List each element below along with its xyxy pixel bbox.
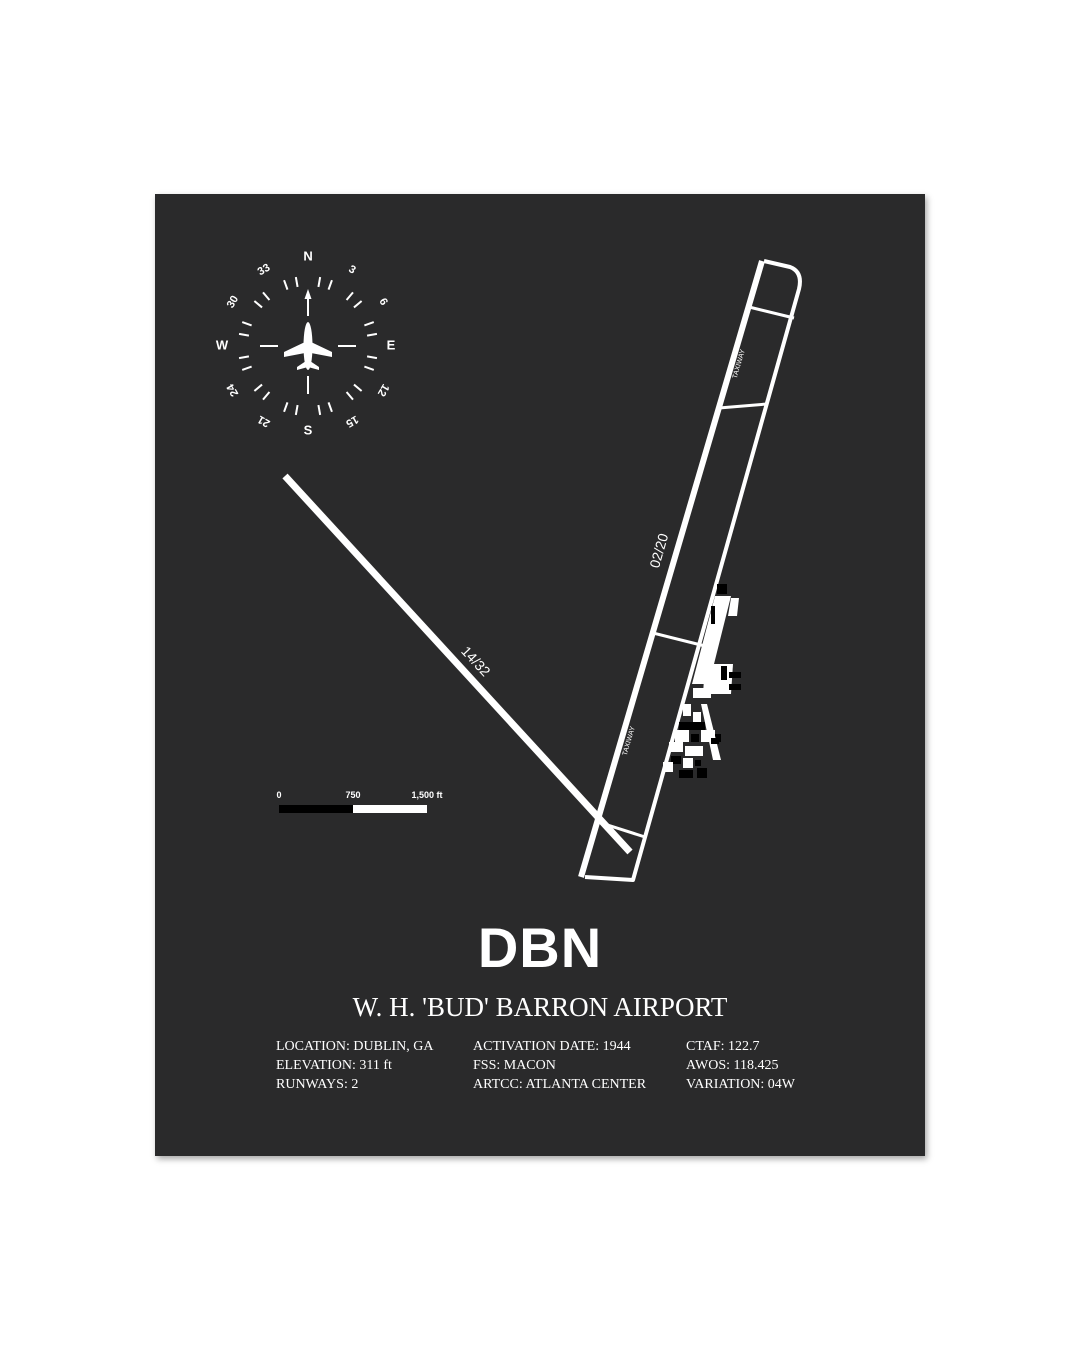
compass-number-30: 30: [225, 294, 242, 311]
compass-tick: [327, 402, 333, 413]
scale-bar-white-segment: [353, 805, 427, 813]
compass-tick: [345, 391, 354, 401]
compass-number-24: 24: [224, 381, 241, 398]
compass-tick: [241, 365, 252, 371]
taxiway-connector: [652, 631, 706, 648]
compass-tick: [294, 404, 299, 416]
compass-tick: [253, 300, 263, 309]
info-variation: VARIATION: 04W: [686, 1077, 796, 1092]
airplane-icon: [284, 322, 332, 370]
compass-tick: [262, 291, 271, 301]
compass-number-6: 6: [376, 296, 389, 307]
compass-tick: [294, 276, 299, 288]
compass-tick: [366, 355, 378, 360]
airport-poster: N E S W 3 6 12 15 21 24 30 33 02/20 14/3…: [155, 194, 925, 1156]
compass-tick: [327, 279, 333, 290]
info-elevation: ELEVATION: 311 ft: [276, 1058, 392, 1073]
compass-number-21: 21: [256, 413, 273, 430]
compass-tick: [238, 355, 250, 360]
airport-code: DBN: [477, 916, 603, 979]
compass-tick: [241, 321, 252, 327]
north-arrow-icon: [304, 289, 312, 299]
compass-north-label: N: [303, 248, 312, 263]
runway-14-32: [282, 473, 633, 855]
airport-diagram: N E S W 3 6 12 15 21 24 30 33 02/20 14/3…: [216, 248, 802, 882]
compass-number-12: 12: [375, 382, 392, 399]
scale-label-zero: 0: [276, 790, 281, 800]
info-location: LOCATION: DUBLIN, GA: [276, 1039, 434, 1054]
scale-label-mid: 750: [345, 790, 360, 800]
taxiway-connector: [748, 305, 795, 320]
compass-ticks: [238, 276, 378, 416]
info-ctaf: CTAF: 122.7: [686, 1039, 760, 1054]
runway-02-20: [578, 260, 765, 878]
compass-tick: [283, 402, 289, 413]
info-column-history: ACTIVATION DATE: 1944 FSS: MACON ARTCC: …: [473, 1037, 646, 1094]
info-column-location: LOCATION: DUBLIN, GA ELEVATION: 311 ft R…: [276, 1037, 434, 1094]
compass-number-33: 33: [256, 262, 273, 279]
compass-tick: [317, 404, 322, 416]
info-fss: FSS: MACON: [473, 1058, 556, 1073]
info-column-radio: CTAF: 122.7 AWOS: 118.425 VARIATION: 04W: [686, 1037, 795, 1094]
runway-02-20-label: 02/20: [646, 531, 671, 569]
info-awos: AWOS: 118.425: [686, 1058, 779, 1073]
info-artcc: ARTCC: ATLANTA CENTER: [473, 1077, 647, 1092]
compass-tick: [345, 291, 354, 301]
compass-east-label: E: [387, 337, 396, 352]
taxiway-outline: [584, 259, 802, 882]
compass-tick: [366, 332, 378, 337]
compass-tick: [238, 332, 250, 337]
compass-west-label: W: [216, 337, 229, 352]
compass-tick: [353, 383, 363, 392]
compass-number-3: 3: [346, 263, 357, 276]
compass-south-label: S: [304, 422, 313, 437]
compass-tick: [353, 300, 363, 309]
info-runways: RUNWAYS: 2: [276, 1077, 359, 1092]
compass-tick: [364, 365, 375, 371]
compass-tick: [364, 321, 375, 327]
compass-tick: [253, 383, 263, 392]
terminal-buildings: [663, 584, 741, 778]
scale-label-max: 1,500 ft: [411, 790, 442, 800]
scale-bar-black-segment: [279, 805, 353, 813]
compass-tick: [262, 391, 271, 401]
compass-tick: [283, 279, 289, 290]
scale-bar: 0 750 1,500 ft: [276, 790, 443, 813]
info-activation-date: ACTIVATION DATE: 1944: [473, 1039, 631, 1054]
compass-rose: N E S W 3 6 12 15 21 24 30 33: [216, 248, 396, 437]
taxiway-connector: [718, 402, 768, 410]
compass-number-15: 15: [344, 413, 361, 430]
airport-name: W. H. 'BUD' BARRON AIRPORT: [352, 992, 728, 1022]
compass-tick: [317, 276, 322, 288]
taxiway-connector: [594, 819, 646, 839]
